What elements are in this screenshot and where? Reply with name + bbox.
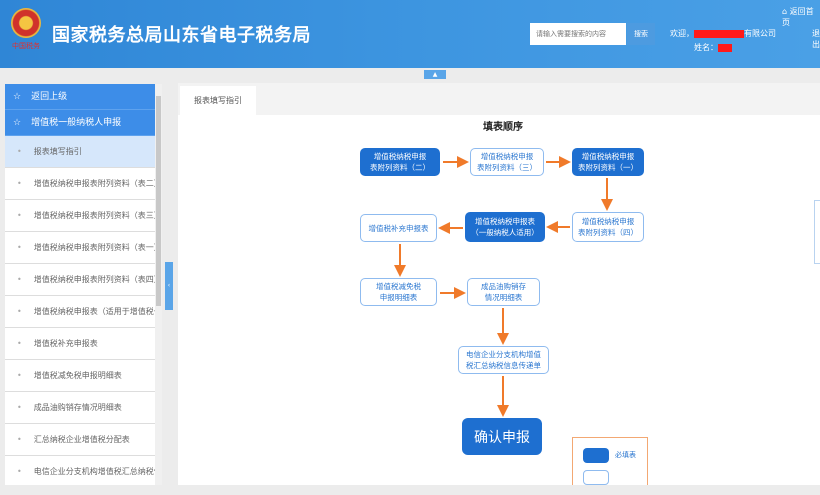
bullet-icon: • [17,179,22,188]
flow-step-box[interactable]: 增值税减免税申报明细表 [360,278,437,306]
exit-link[interactable]: 退出 [812,29,820,49]
site-title: 国家税务总局山东省电子税务局 [52,25,311,46]
bullet-icon: • [17,211,22,220]
sidebar-item[interactable]: •汇总纳税企业增值税分配表 [5,424,155,456]
sidebar-scrollbar[interactable] [155,84,162,485]
bullet-icon: • [17,403,22,412]
sidebar-item[interactable]: •增值税纳税申报表附列资料（表一） [5,232,155,264]
tax-emblem-logo: 中国税务 [10,8,42,52]
collapse-sidebar-handle[interactable]: ‹ [165,262,173,310]
flow-step-box[interactable]: 成品油购销存情况明细表 [467,278,540,306]
sidebar-item[interactable]: •增值税补充申报表 [5,328,155,360]
flow-step-box[interactable]: 增值税纳税申报表（一般纳税人适用） [465,212,545,242]
sidebar-item[interactable]: •报表填写指引 [5,136,155,168]
user-info: 欢迎，有限公司 姓名： [670,29,776,52]
flow-step-box[interactable]: 增值税补充申报表 [360,214,437,242]
bullet-icon: • [17,307,22,316]
flow-step-box[interactable]: 增值税纳税申报表附列资料（四） [572,212,644,242]
header: 中国税务 国家税务总局山东省电子税务局 搜索 欢迎，有限公司 姓名： ⌂ 返回首… [0,0,820,68]
flow-title: 填表顺序 [483,122,523,133]
sidebar-item[interactable]: •电信企业分支机构增值税汇总纳税信... [5,456,155,485]
bullet-icon: • [17,435,22,444]
bullet-icon: • [17,467,22,476]
sidebar: ☆返回上级 ☆增值税一般纳税人申报 •报表填写指引•增值税纳税申报表附列资料（表… [5,84,155,485]
flow-step-box[interactable]: 增值税纳税申报表附列资料（三） [470,148,544,176]
flow-step-box[interactable]: 电信企业分支机构增值税汇总纳税信息传递单 [458,346,549,374]
bullet-icon: • [17,147,22,156]
tab-guide[interactable]: 报表填写指引 [180,86,256,115]
sidebar-item[interactable]: •增值税减免税申报明细表 [5,360,155,392]
sidebar-item[interactable]: •增值税纳税申报表附列资料（表三） [5,200,155,232]
home-icon: ⌂ [782,7,788,16]
confirm-declaration-button[interactable]: 确认申报 [462,418,542,455]
bullet-icon: • [17,371,22,380]
sidebar-section[interactable]: ☆增值税一般纳税人申报 [5,110,155,136]
collapse-header-button[interactable]: ▲ [424,70,446,79]
search-input[interactable] [530,23,626,45]
legend: 必填表 [572,437,648,485]
flow-step-box[interactable]: 增值税纳税申报表附列资料（一） [572,148,644,176]
sidebar-item[interactable]: •增值税纳税申报表附列资料（表四） [5,264,155,296]
sidebar-back[interactable]: ☆返回上级 [5,84,155,110]
search-button[interactable]: 搜索 [627,23,655,45]
bullet-icon: • [17,339,22,348]
star-icon: ☆ [13,118,22,128]
home-link[interactable]: ⌂ 返回首页 [782,7,814,27]
sidebar-item[interactable]: •增值税纳税申报表（适用于增值税一... [5,296,155,328]
sidebar-item[interactable]: •成品油购销存情况明细表 [5,392,155,424]
right-side-panel[interactable] [814,200,820,264]
bullet-icon: • [17,275,22,284]
sidebar-item[interactable]: •增值税纳税申报表附列资料（表二） [5,168,155,200]
star-icon: ☆ [13,92,22,102]
legend-optional-swatch [583,470,609,485]
flow-step-box[interactable]: 增值税纳税申报表附列资料（二） [360,148,440,176]
legend-required-swatch [583,448,609,463]
bullet-icon: • [17,243,22,252]
